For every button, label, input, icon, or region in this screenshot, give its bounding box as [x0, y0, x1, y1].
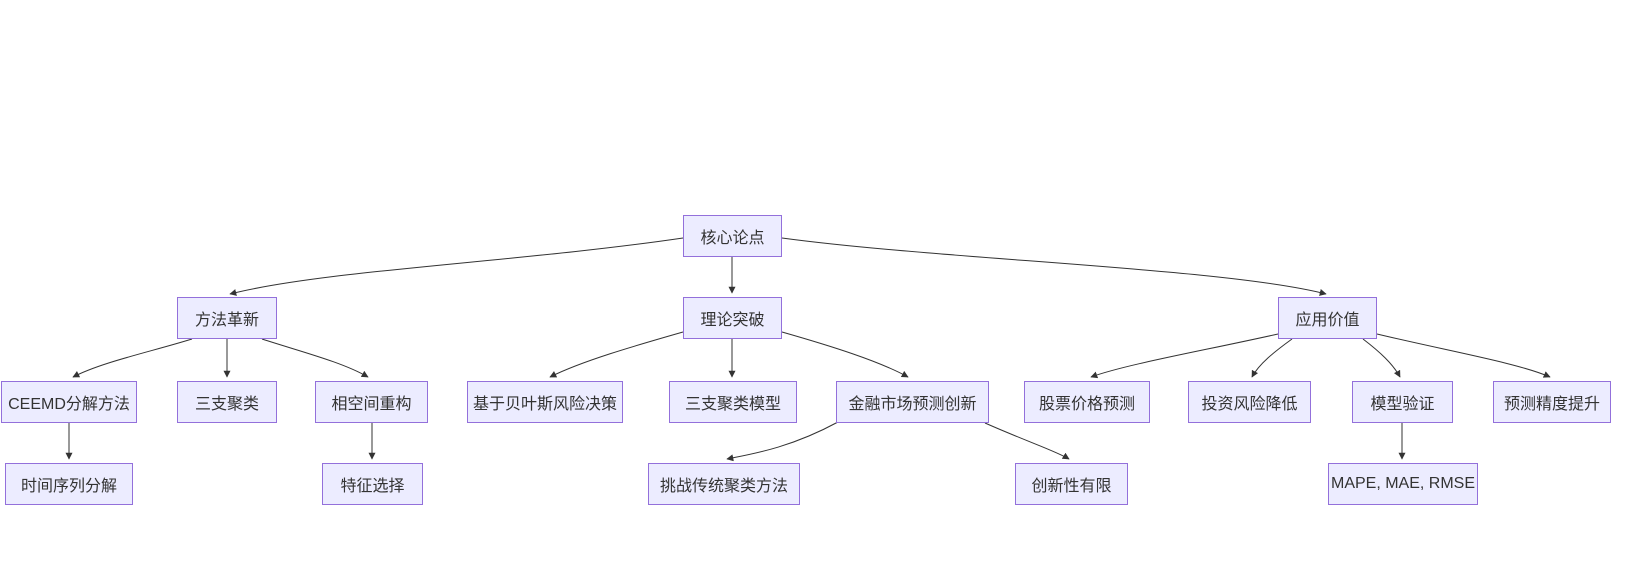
edge-root-to-application-value: [781, 237, 1327, 296]
node-investment-risk-reduction: 投资风险降低: [1188, 381, 1311, 423]
node-phase-space-reconstruction: 相空间重构: [315, 381, 428, 423]
edge-application-to-model-validation: [1362, 338, 1401, 378]
edge-method-to-ceemd: [72, 338, 193, 378]
edge-application-to-risk-reduction: [1251, 338, 1293, 378]
node-bayesian-risk-decision: 基于贝叶斯风险决策: [467, 381, 623, 423]
edge-theory-to-fin-market-innovation: [781, 331, 909, 378]
node-three-way-clustering-model: 三支聚类模型: [669, 381, 797, 423]
node-challenge-traditional-clustering: 挑战传统聚类方法: [648, 463, 800, 505]
node-theory-breakthrough: 理论突破: [683, 297, 782, 339]
node-model-validation: 模型验证: [1352, 381, 1453, 423]
edge-fin-market-to-challenge-traditional: [726, 421, 839, 462]
node-financial-market-prediction-innovation: 金融市场预测创新: [836, 381, 989, 423]
edge-fin-market-to-limited-innovation: [984, 422, 1070, 460]
node-method-innovation: 方法革新: [177, 297, 277, 339]
node-three-way-clustering: 三支聚类: [177, 381, 277, 423]
edge-application-to-stock-prediction: [1090, 333, 1279, 379]
node-time-series-decomposition: 时间序列分解: [5, 463, 133, 505]
node-core-argument: 核心论点: [683, 215, 782, 257]
edge-application-to-accuracy-improvement: [1376, 333, 1551, 378]
node-application-value: 应用价值: [1278, 297, 1377, 339]
node-limited-innovation: 创新性有限: [1015, 463, 1128, 505]
node-ceemd-decomposition: CEEMD分解方法: [1, 381, 137, 423]
edge-root-to-method-innovation: [229, 237, 684, 296]
node-stock-price-prediction: 股票价格预测: [1024, 381, 1150, 423]
node-evaluation-metrics: MAPE, MAE, RMSE: [1328, 463, 1478, 505]
node-feature-selection: 特征选择: [322, 463, 423, 505]
node-prediction-accuracy-improvement: 预测精度提升: [1493, 381, 1611, 423]
edge-method-to-phase-space: [261, 338, 369, 378]
edge-theory-to-bayesian-risk: [549, 331, 684, 378]
